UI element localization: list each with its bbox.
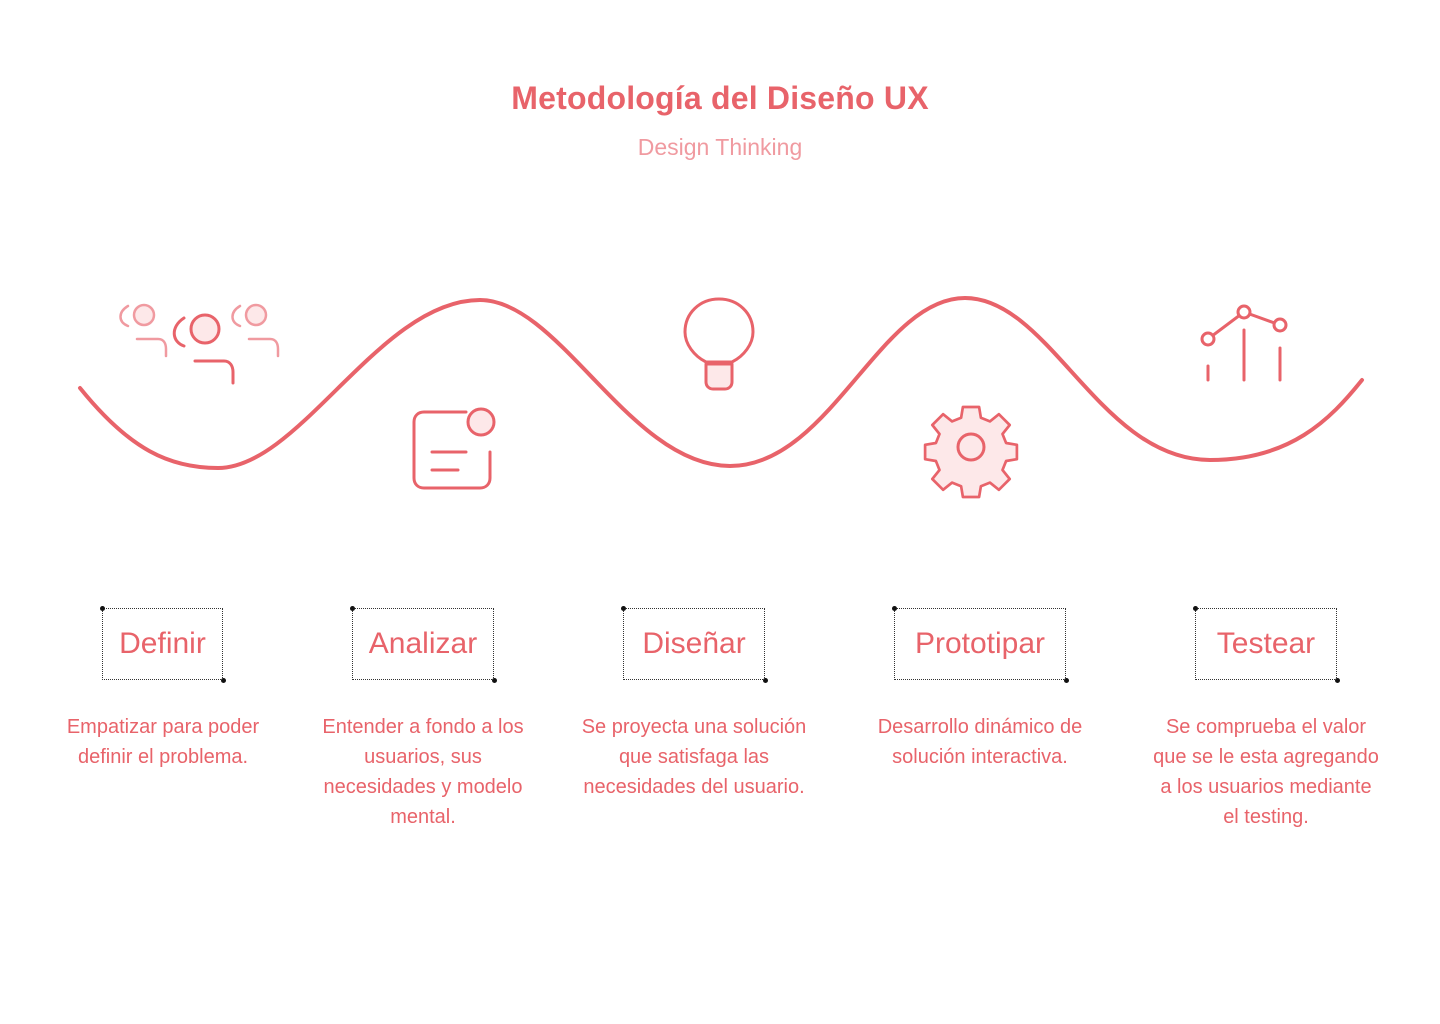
- selection-handle: [891, 605, 897, 611]
- lightbulb-icon: [683, 297, 755, 391]
- wave-line: [78, 295, 1364, 471]
- step-disenar-box: Diseñar: [620, 605, 768, 683]
- users-icon: [119, 303, 280, 385]
- step-description-analizar: Entender a fondo a los usuarios, sus nec…: [322, 716, 524, 828]
- step-prototipar-box: Prototipar: [891, 605, 1069, 683]
- selection-handle: [220, 677, 226, 683]
- step-description-testear: Se comprueba el valor que se le esta agr…: [1153, 716, 1379, 828]
- gear-icon: [923, 405, 1019, 499]
- step-label-disenar: Diseñar: [642, 627, 746, 660]
- document-notification-icon: [412, 407, 496, 490]
- selection-handle: [491, 677, 497, 683]
- selection-handle: [1192, 605, 1198, 611]
- selection-handle: [349, 605, 355, 611]
- selection-handle: [99, 605, 105, 611]
- selection-handle: [1063, 677, 1069, 683]
- step-description-disenar: Se proyecta una solución que satisfaga l…: [581, 716, 807, 798]
- selection-handle: [762, 677, 768, 683]
- step-testear-box: Testear: [1192, 605, 1340, 683]
- chart-icon: [1200, 304, 1288, 382]
- step-label-testear: Testear: [1216, 627, 1316, 660]
- selection-handle: [1334, 677, 1340, 683]
- step-label-definir: Definir: [119, 627, 206, 660]
- step-label-analizar: Analizar: [368, 627, 478, 660]
- step-analizar-box: Analizar: [349, 605, 497, 683]
- page-title: Metodología del Diseño UX: [511, 80, 929, 116]
- step-definir-box: Definir: [99, 605, 226, 683]
- selection-handle: [620, 605, 626, 611]
- page-subtitle: Design Thinking: [637, 134, 803, 160]
- step-description-prototipar: Desarrollo dinámico de solución interact…: [877, 716, 1083, 768]
- step-description-definir: Empatizar para poder definir el problema…: [66, 716, 260, 768]
- step-label-prototipar: Prototipar: [914, 627, 1046, 660]
